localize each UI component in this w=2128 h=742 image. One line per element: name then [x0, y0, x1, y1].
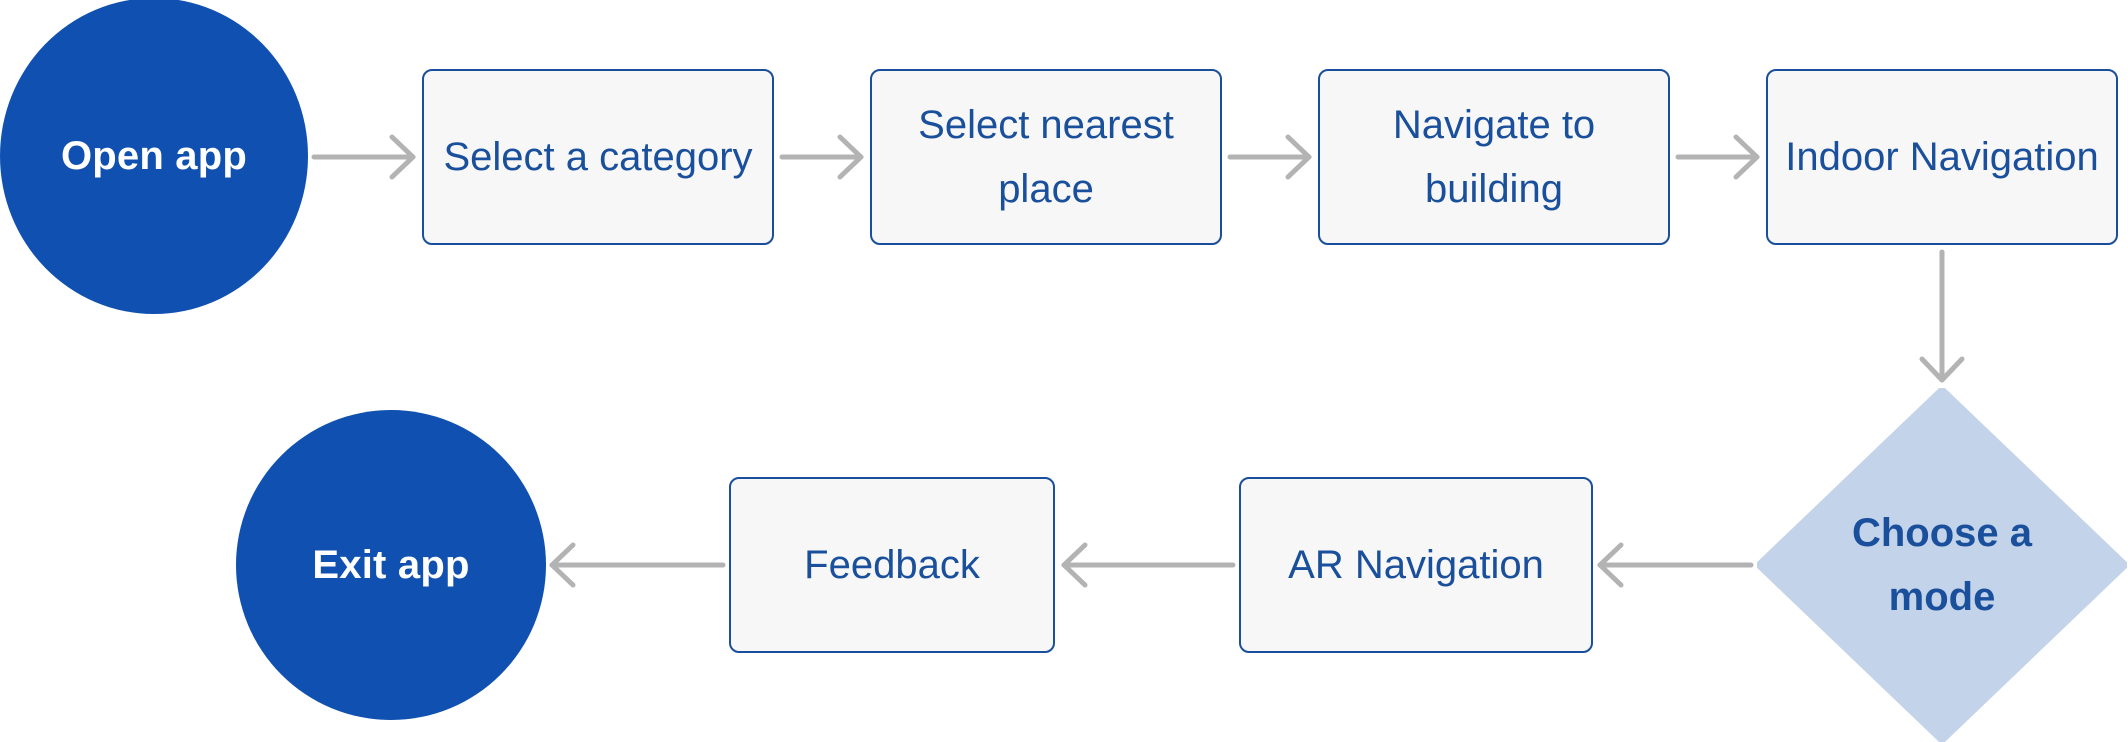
- arrow-building-to-indoor: [1675, 134, 1760, 180]
- step-select-nearest-place-label: Select nearest place: [918, 103, 1174, 211]
- end-label: Exit app: [312, 542, 470, 587]
- arrow-feedback-to-exit: [549, 542, 726, 588]
- arrow-open-to-category: [311, 134, 416, 180]
- decision-choose-mode: Choose a mode: [1757, 388, 2127, 742]
- step-feedback-label: Feedback: [804, 543, 980, 587]
- step-indoor-navigation: Indoor Navigation: [1766, 69, 2118, 245]
- decision-label: Choose a mode: [1851, 511, 2033, 619]
- start-label: Open app: [60, 133, 248, 178]
- step-ar-navigation-label: AR Navigation: [1288, 543, 1544, 587]
- step-select-category-label: Select a category: [443, 135, 753, 179]
- arrow-mode-to-ar: [1597, 542, 1754, 588]
- step-feedback: Feedback: [729, 477, 1055, 653]
- start-node-open-app: Open app: [0, 0, 308, 314]
- arrow-indoor-to-mode: [1919, 249, 1965, 383]
- step-navigate-to-building-label: Navigate to building: [1392, 103, 1596, 211]
- arrow-ar-to-feedback: [1061, 542, 1236, 588]
- end-node-exit-app: Exit app: [236, 410, 546, 720]
- step-navigate-to-building: Navigate to building: [1318, 69, 1670, 245]
- step-ar-navigation: AR Navigation: [1239, 477, 1593, 653]
- arrow-nearest-to-building: [1227, 134, 1312, 180]
- step-select-category: Select a category: [422, 69, 774, 245]
- decision-diamond-shape: [1757, 388, 2127, 742]
- arrow-category-to-nearest: [779, 134, 864, 180]
- step-indoor-navigation-label: Indoor Navigation: [1785, 135, 2099, 179]
- step-select-nearest-place: Select nearest place: [870, 69, 1222, 245]
